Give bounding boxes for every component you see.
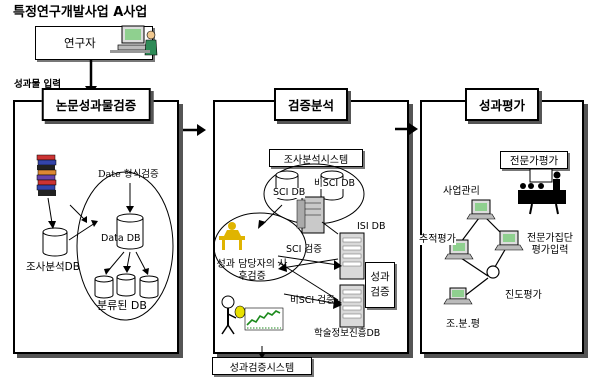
panel3-title: 성과평가 bbox=[464, 88, 540, 121]
expert-group-label: 전문가집단 평가입력 bbox=[527, 233, 573, 256]
result-check-box: 성과 검증 bbox=[365, 262, 395, 308]
submit-label: 성과물 입력 bbox=[14, 79, 62, 90]
result-verification-system-box: 성과검증시스템 bbox=[212, 357, 312, 375]
kisti-db-label: 학술정보진흥DB bbox=[314, 328, 381, 339]
researcher-label: 연구자 bbox=[64, 36, 96, 50]
panel1-title: 논문성과물검증 bbox=[41, 88, 151, 121]
data-db-label: Data DB bbox=[101, 233, 141, 244]
date-check-label: Date 형식검증 bbox=[98, 169, 159, 180]
manager-check-label: 성과 담당자의 사후검증 bbox=[216, 259, 288, 282]
result-verification-system-label: 성과검증시스템 bbox=[229, 362, 295, 374]
panel-performance-evaluation: 성과평가 bbox=[420, 88, 584, 354]
classified-db-label: 분류된 DB bbox=[97, 299, 147, 312]
isi-db-label: ISI DB bbox=[357, 221, 386, 232]
review-label: 조.분.평 bbox=[446, 319, 480, 330]
sci-db-label: SCI DB bbox=[273, 187, 306, 198]
survey-system-label: 조사분석시스템 bbox=[283, 154, 349, 166]
non-sci-check-label: 비SCI 검증 bbox=[290, 295, 335, 306]
panel2-title: 검증분석 bbox=[273, 88, 349, 121]
non-sci-db-label: 비SCI DB bbox=[314, 178, 356, 189]
survey-db-label: 조사분석DB bbox=[26, 261, 80, 273]
project-mgmt-label: 사업관리 bbox=[443, 186, 480, 197]
page-title: 특정연구개발사업 A사업 bbox=[13, 5, 148, 20]
expert-eval-box: 전문가평가 bbox=[500, 151, 568, 169]
survey-system-box: 조사분석시스템 bbox=[269, 149, 363, 167]
panel-paper-verification: 논문성과물검증 bbox=[13, 88, 179, 354]
progress-eval-label: 진도평가 bbox=[505, 290, 542, 301]
researcher-box: 연구자 bbox=[35, 26, 153, 60]
tracking-eval-label: 추적평가 bbox=[419, 234, 456, 245]
sci-check-label: SCI 검증 bbox=[286, 244, 322, 255]
